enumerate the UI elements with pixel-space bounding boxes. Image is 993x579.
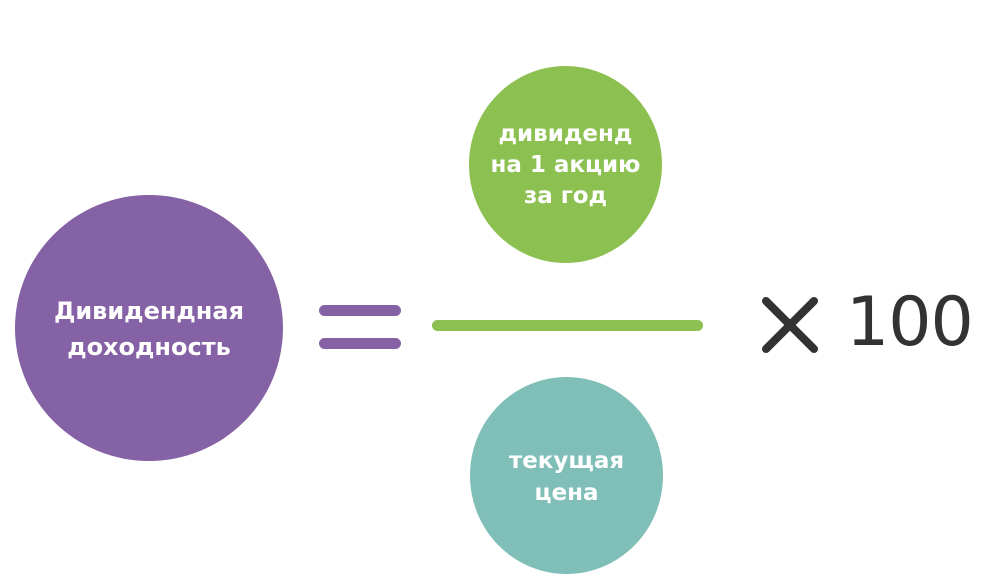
- denominator-label-line-2: цена: [534, 480, 599, 506]
- equals-top-bar: [319, 305, 401, 316]
- multiply-icon: [762, 297, 818, 353]
- dividend-yield-circle: Дивидендная доходность: [15, 195, 283, 461]
- denominator-label-line-1: текущая: [508, 448, 625, 474]
- equals-bottom-bar: [319, 338, 401, 349]
- numerator-label-line-3: за год: [523, 183, 608, 209]
- fraction-bar: [432, 320, 703, 331]
- dividend-per-share-circle: дивиденд на 1 акцию за год: [469, 66, 662, 263]
- numerator-label-line-1: дивиденд: [498, 121, 633, 147]
- dividend-yield-label-line-2: доходность: [67, 333, 231, 361]
- numerator-label-line-2: на 1 акцию: [490, 152, 641, 178]
- multiplier-value: 100: [846, 283, 974, 362]
- current-price-circle: текущая цена: [470, 377, 663, 574]
- dividend-yield-label-line-1: Дивидендная: [53, 297, 244, 325]
